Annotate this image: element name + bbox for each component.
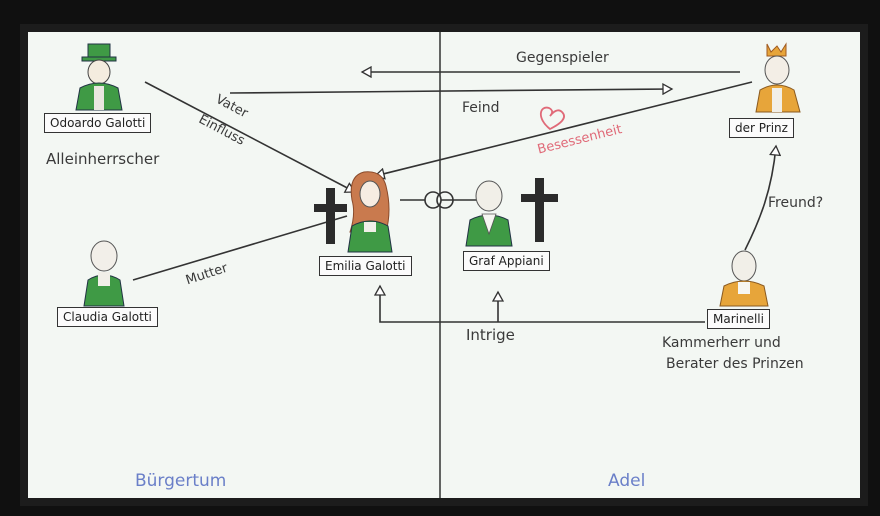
- odoardo-figure: [75, 43, 123, 111]
- marinelli-role-line-1: Kammerherr und: [662, 335, 781, 351]
- vater-arrow: [144, 81, 355, 192]
- feind-arrow: [229, 89, 672, 93]
- prinz-name-box: der Prinz: [729, 118, 794, 138]
- emilia-figure: [347, 171, 393, 253]
- adel-label: Adel: [608, 471, 646, 491]
- marinelli-role-line-2: Berater des Prinzen: [666, 356, 804, 372]
- whiteboard: [28, 32, 860, 498]
- appiani-figure: [465, 180, 513, 247]
- marinelli-name-box: Marinelli: [707, 309, 770, 329]
- cross-icon: [314, 188, 347, 244]
- heart-icon: [539, 106, 565, 131]
- claudia-name-box: Claudia Galotti: [57, 307, 158, 327]
- odoardo-role: Alleinherrscher: [46, 150, 160, 168]
- marinelli-figure: [719, 250, 769, 307]
- odoardo-name-box: Odoardo Galotti: [44, 113, 152, 133]
- appiani-name-box: Graf Appiani: [463, 251, 550, 271]
- besessenheit-arrow: [375, 81, 753, 176]
- feind-label: Feind: [462, 100, 500, 116]
- emilia-name-box: Emilia Galotti: [319, 256, 412, 276]
- intrige-line: [380, 286, 705, 323]
- freund-label: Freund?: [768, 195, 824, 211]
- buergertum-label: Bürgertum: [135, 471, 227, 491]
- claudia-figure: [83, 240, 125, 307]
- cross-icon: [521, 178, 558, 242]
- freund-arrow: [744, 146, 776, 251]
- prinz-figure: [755, 42, 801, 113]
- rings-icon: [424, 191, 454, 209]
- gegenspieler-label: Gegenspieler: [516, 50, 609, 66]
- intrige-label: Intrige: [466, 326, 515, 344]
- mutter-line: [132, 215, 348, 281]
